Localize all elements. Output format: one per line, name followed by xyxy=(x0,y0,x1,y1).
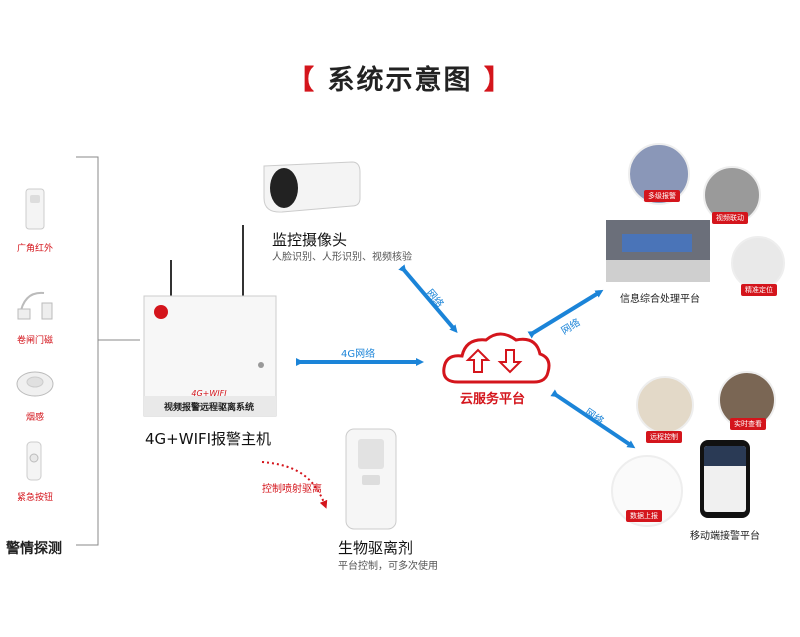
link-host-repellent-label: 控制喷射驱离 xyxy=(262,484,322,495)
camera-label: 监控摄像头 xyxy=(272,231,348,249)
alarm-host xyxy=(143,220,278,424)
infrared-sensor-icon xyxy=(25,188,45,230)
center-bubble-1-tag: 多级报警 xyxy=(644,190,680,202)
center-room-photo xyxy=(606,220,710,282)
detector-infrared xyxy=(8,185,62,239)
cloud-mobile-arrow xyxy=(550,389,636,449)
repellent-device xyxy=(340,425,402,537)
detector-door xyxy=(8,285,62,329)
detector-infrared-label: 广角红外 xyxy=(16,244,53,254)
smoke-detector-icon xyxy=(16,371,54,397)
detector-button xyxy=(14,438,54,488)
center-bubble-1 xyxy=(628,143,690,205)
detector-button-label: 紧急按钮 xyxy=(16,493,53,503)
alarm-host-device-icon xyxy=(143,225,277,417)
camera-sub: 人脸识别、人形识别、视频核验 xyxy=(272,252,412,263)
detector-door-label: 卷闸门磁 xyxy=(16,336,53,346)
title-bracket-left: 【 xyxy=(287,65,317,96)
cloud-center-arrow xyxy=(527,289,604,339)
mobile-bubble-3-tag: 数据上报 xyxy=(626,510,662,522)
door-magnet-icon xyxy=(17,291,53,320)
center-bubble-3-tag: 精准定位 xyxy=(741,284,777,296)
title-bracket-right: 】 xyxy=(483,65,513,96)
host-repellent-arrow xyxy=(261,461,328,509)
host-panel-text: 视频报警远程驱离系统 xyxy=(163,403,254,413)
mobile-phone xyxy=(700,440,750,518)
cloud-icon xyxy=(442,332,551,384)
cloud-platform xyxy=(440,330,552,394)
host-panel-tag: 4G+WIFI xyxy=(191,389,227,398)
repellent-label: 生物驱离剂 xyxy=(338,539,414,557)
emergency-button-icon xyxy=(26,441,42,481)
cloud-label: 云服务平台 xyxy=(460,392,526,407)
mobile-bubble-1-tag: 远程控制 xyxy=(646,431,682,443)
center-label: 信息综合处理平台 xyxy=(620,294,700,305)
center-bubble-2-tag: 视频联动 xyxy=(712,212,748,224)
detector-bracket xyxy=(76,156,99,546)
mobile-label: 移动端接警平台 xyxy=(690,531,760,542)
page-title: 【 系统示意图 】 xyxy=(0,58,800,97)
camera-cloud-arrow xyxy=(398,264,458,334)
repellent-sub: 平台控制，可多次使用 xyxy=(338,561,438,572)
detector-smoke-label: 烟感 xyxy=(25,413,44,423)
host-label: 4G+WIFI报警主机 xyxy=(145,430,272,448)
mobile-bubble-1 xyxy=(636,376,694,434)
camera-icon xyxy=(263,161,361,213)
detector-group-label: 警情探测 xyxy=(6,541,62,557)
title-text: 系统示意图 xyxy=(327,65,473,96)
repellent-dispenser-icon xyxy=(345,428,397,530)
link-host-cloud-label: 4G网络 xyxy=(341,349,376,360)
mobile-bubble-2-tag: 实时查看 xyxy=(730,418,766,430)
detector-smoke xyxy=(12,368,58,408)
center-bubble-3 xyxy=(731,236,785,290)
camera xyxy=(262,158,362,222)
